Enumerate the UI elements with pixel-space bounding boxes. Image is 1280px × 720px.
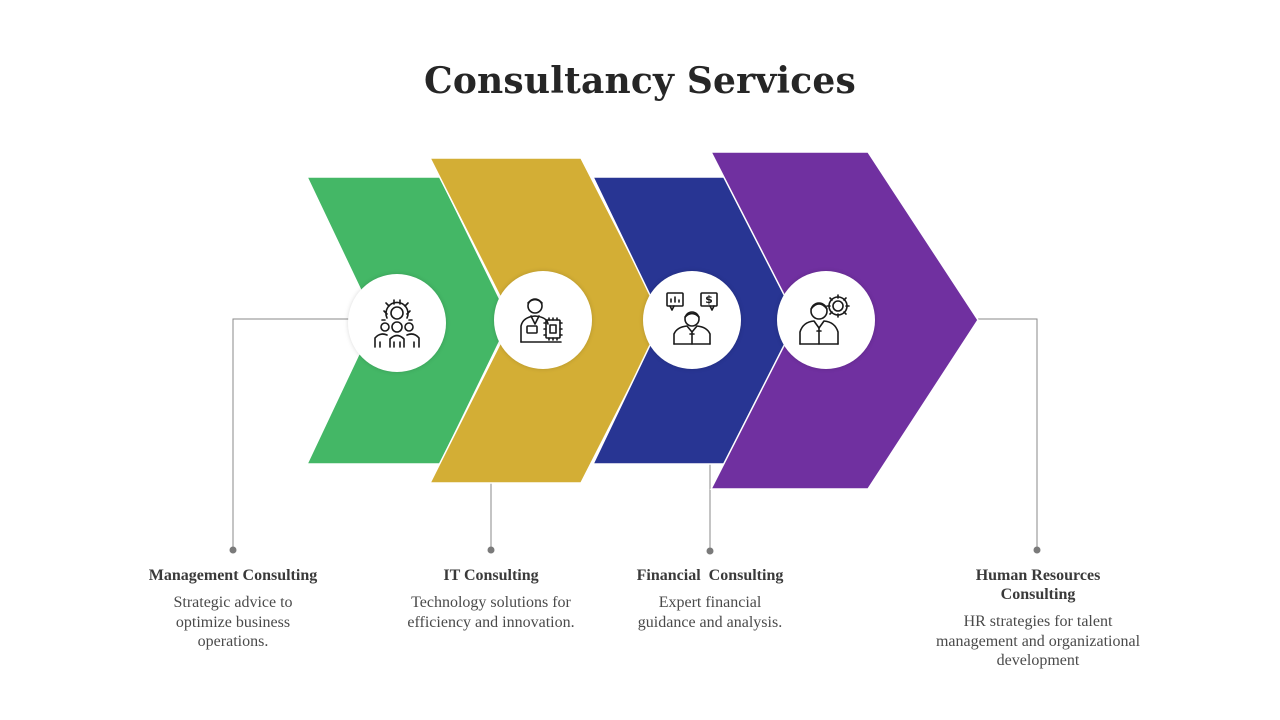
step-caption-financial: Financial Consulting Expert financial gu… [610, 566, 810, 632]
it-consultant-chip-icon [520, 298, 563, 343]
step-title: IT Consulting [443, 567, 539, 584]
icon-badge-it [494, 271, 592, 369]
step-title: Financial Consulting [636, 567, 784, 584]
icon-badge-management [348, 274, 446, 372]
step-caption-management: Management Consulting Strategic advice t… [128, 566, 338, 652]
step-description: Strategic advice to optimize business op… [173, 594, 293, 650]
icon-badge-hr [777, 271, 875, 369]
svg-text:$: $ [705, 293, 713, 306]
page-title: Consultancy Services [423, 60, 856, 102]
step-description: HR strategies for talent management and … [935, 613, 1141, 669]
step-description: Expert financial guidance and analysis. [637, 594, 783, 631]
connector-dot-hr [1033, 546, 1041, 554]
icon-badge-financial: $ [643, 271, 741, 369]
connector-dot-financial [706, 547, 714, 555]
step-title: Human Resources Consulting [975, 567, 1101, 603]
connector-dot-management [229, 546, 237, 554]
team-gear-icon [374, 299, 420, 348]
step-caption-it: IT Consulting Technology solutions for e… [388, 566, 594, 632]
financial-advisor-icon: $ [666, 292, 718, 345]
step-title: Management Consulting [148, 567, 318, 584]
connector-management [232, 318, 350, 550]
step-caption-hr: Human Resources Consulting HR strategies… [928, 566, 1148, 671]
step-description: Technology solutions for efficiency and … [407, 594, 575, 631]
connectors [229, 318, 1041, 555]
connector-dot-it [487, 546, 495, 554]
hr-person-gear-icon [799, 294, 850, 345]
connector-hr [978, 318, 1038, 550]
